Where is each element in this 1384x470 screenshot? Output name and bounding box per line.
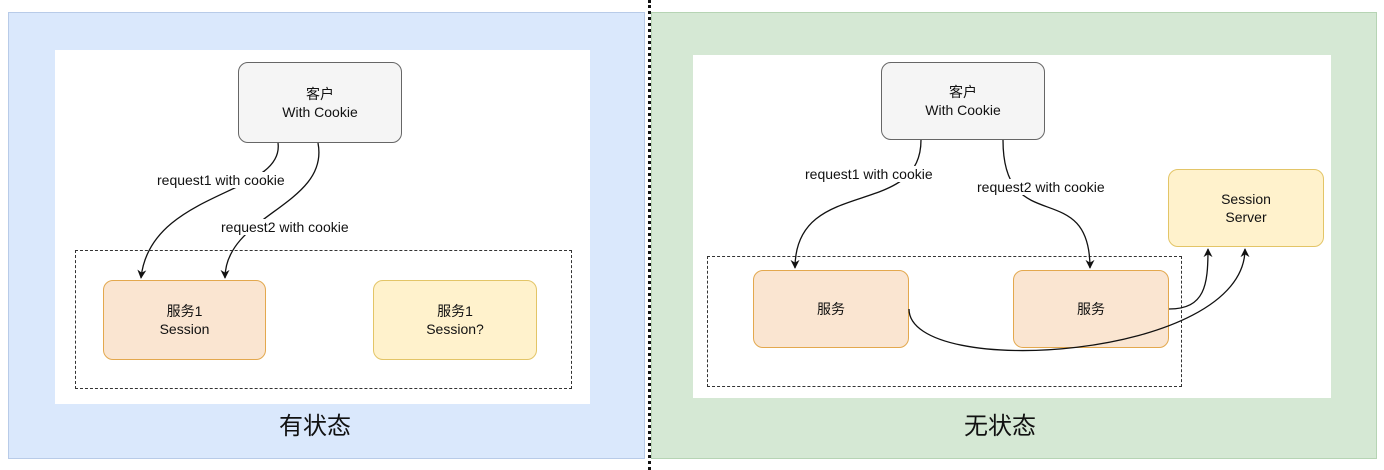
- session-server-node[interactable]: Session Server: [1168, 169, 1324, 247]
- stateful-service-a-line1: 服务1: [166, 303, 203, 319]
- session-server-line1: Session: [1221, 191, 1271, 207]
- stateless-edge-request2-label: request2 with cookie: [975, 179, 1107, 195]
- stateful-client-line1: 客户: [306, 85, 334, 102]
- stateless-service-group: [707, 256, 1182, 387]
- stateful-edge-request2: [220, 142, 320, 279]
- stateless-service-a-node[interactable]: 服务: [753, 270, 909, 348]
- stateless-client-line2: With Cookie: [925, 102, 1001, 118]
- stateless-edge-service-a-to-session: [908, 248, 1250, 352]
- stateful-service-b-line1: 服务1: [437, 303, 473, 319]
- stateful-caption: 有状态: [279, 413, 351, 440]
- stateless-edge-request2: [1002, 139, 1095, 269]
- stateful-service-b-line2: Session?: [426, 321, 484, 337]
- stateless-service-b-line1: 服务: [1077, 301, 1105, 317]
- stateless-edge-service-b-to-session: [1168, 248, 1213, 310]
- session-server-line2: Server: [1225, 209, 1267, 225]
- stateless-service-a-line1: 服务: [817, 301, 845, 317]
- stateless-edge-request1-label: request1 with cookie: [803, 166, 935, 182]
- stateful-service-a-line2: Session: [159, 321, 210, 337]
- stateless-caption: 无状态: [964, 413, 1036, 440]
- stateful-service-b-node[interactable]: 服务1 Session?: [373, 280, 537, 360]
- stateful-edge-request2-label: request2 with cookie: [219, 219, 351, 235]
- stateless-client-line1: 客户: [949, 84, 977, 100]
- stateful-edge-request1: [137, 142, 279, 279]
- stateful-edge-request1-label: request1 with cookie: [155, 172, 287, 188]
- stateless-client-node[interactable]: 客户 With Cookie: [881, 62, 1045, 140]
- stateful-client-node[interactable]: 客户 With Cookie: [238, 62, 402, 143]
- stateful-service-a-node[interactable]: 服务1 Session: [103, 280, 266, 360]
- panel-divider: [648, 0, 651, 470]
- stateful-service-group: [75, 250, 572, 389]
- stateless-edge-request1: [790, 139, 922, 269]
- stateful-client-line2: With Cookie: [282, 103, 358, 120]
